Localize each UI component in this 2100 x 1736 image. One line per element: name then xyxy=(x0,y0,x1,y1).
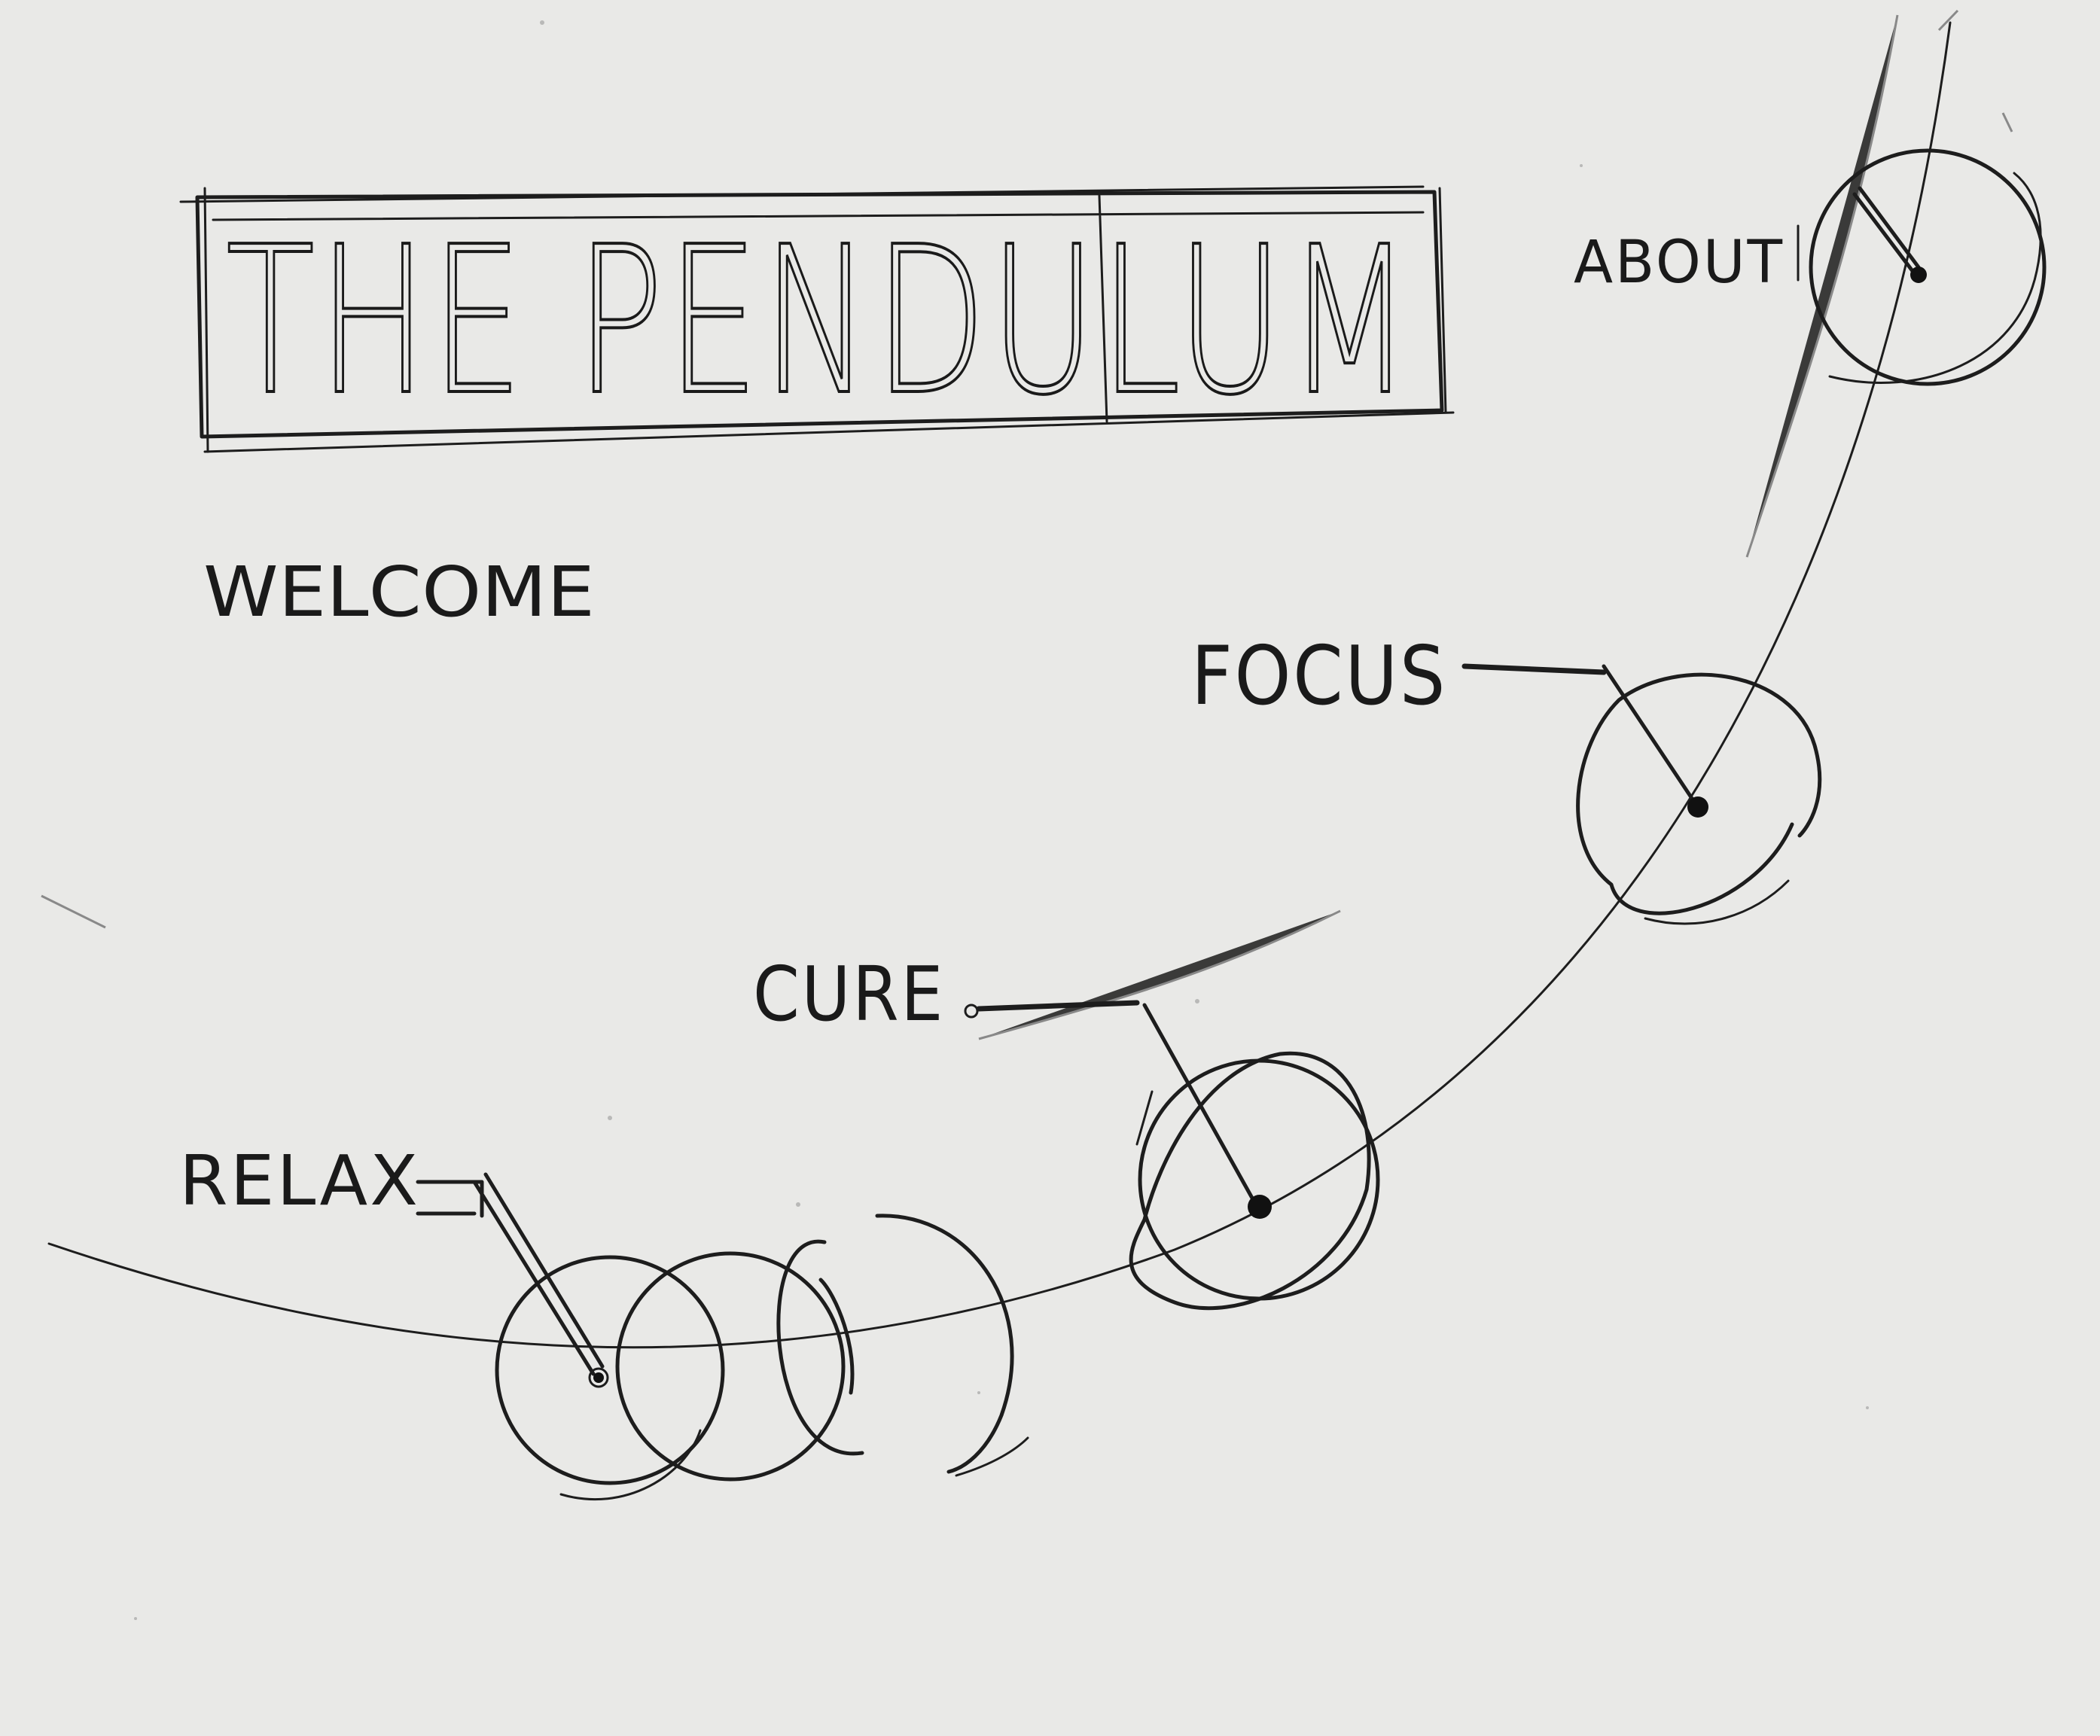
cure-pendulum-icon xyxy=(1142,1003,1272,1219)
about-nav-node[interactable]: ABOUT xyxy=(1574,148,2047,386)
about-pendulum-icon xyxy=(1852,186,1927,283)
relax-nav-node[interactable]: RELAX xyxy=(179,1141,1029,1501)
focus-pendulum-icon xyxy=(1602,664,1708,818)
relax-pendulum-icon xyxy=(472,1172,609,1388)
focus-link[interactable]: FOCUS xyxy=(1191,629,1447,723)
focus-nav-node[interactable]: FOCUS xyxy=(1191,629,1822,925)
cure-nav-node[interactable]: CURE xyxy=(753,950,1380,1311)
cure-link[interactable]: CURE xyxy=(753,950,945,1038)
relax-link[interactable]: RELAX xyxy=(179,1141,420,1221)
paper-speckles xyxy=(134,20,1869,1620)
welcome-text: WELCOME xyxy=(203,552,595,632)
page-title: THE PENDULUM xyxy=(226,203,1416,440)
about-link[interactable]: ABOUT xyxy=(1574,229,1785,297)
title-box xyxy=(179,185,1455,453)
